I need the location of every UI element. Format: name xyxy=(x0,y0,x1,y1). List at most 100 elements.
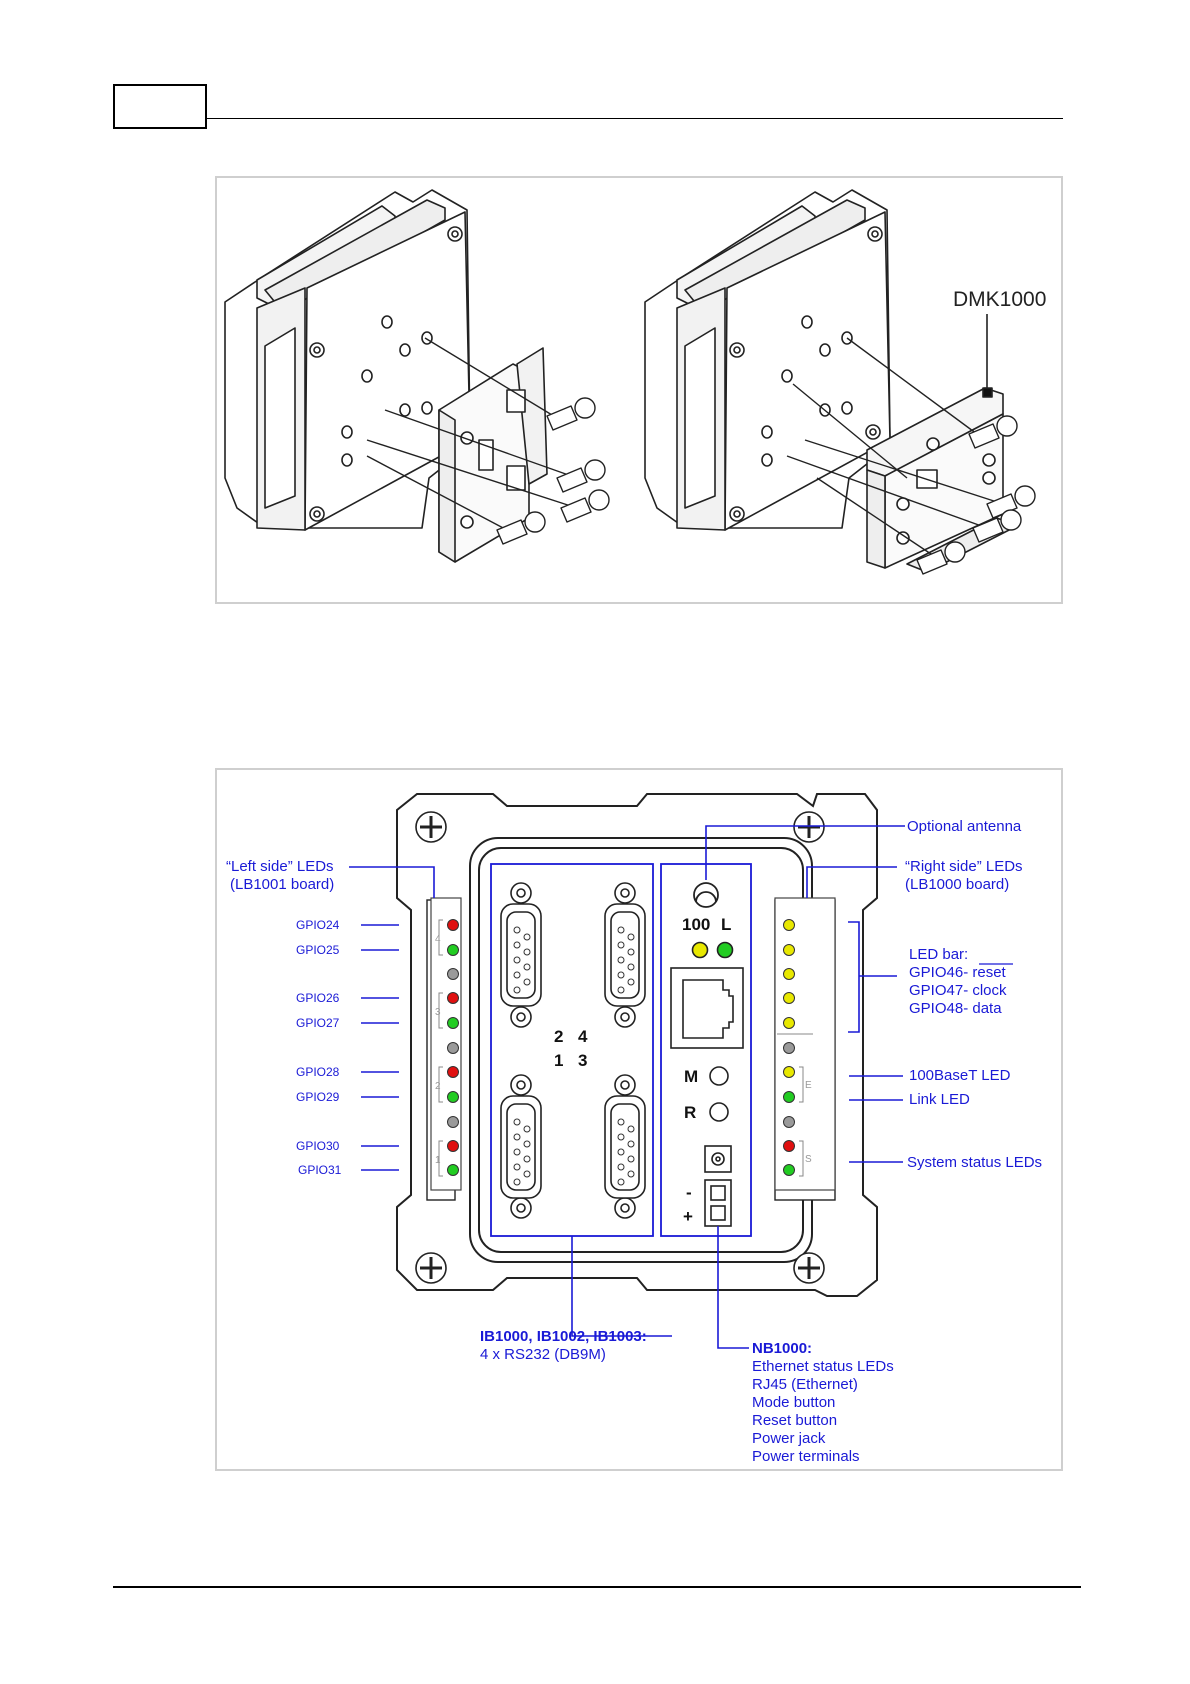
group-digit-2: 2 xyxy=(435,1081,441,1092)
led-gpio28 xyxy=(447,1066,459,1078)
footer-rule xyxy=(113,1586,1081,1588)
gpio31-label: GPIO31 xyxy=(298,1163,342,1177)
gpio24-label: GPIO24 xyxy=(296,918,340,932)
led-bar-3 xyxy=(783,968,795,980)
left-leds-label: “Left side” LEDs xyxy=(226,858,334,875)
db9-port-3 xyxy=(604,1074,646,1219)
led-separator xyxy=(447,1116,459,1128)
led-separator xyxy=(783,1042,795,1054)
ethernet-led-100 xyxy=(691,941,709,959)
reset-button[interactable] xyxy=(709,1102,729,1122)
led-label-100: 100 xyxy=(682,915,710,934)
screw-top-right xyxy=(793,811,825,843)
led-separator xyxy=(783,1116,795,1128)
gpio27-label: GPIO27 xyxy=(296,1016,340,1030)
gpio26-label: GPIO26 xyxy=(296,991,340,1005)
led-gpio27 xyxy=(447,1017,459,1029)
figure-din-rail-mounting: DMK1000 xyxy=(215,176,1063,604)
ethernet-led-link xyxy=(716,941,734,959)
gpio46-label: GPIO46- reset xyxy=(909,964,1007,981)
terminal-plus-label: + xyxy=(683,1207,693,1226)
callout-lines xyxy=(349,825,905,1349)
screws-left xyxy=(366,337,610,545)
nb-item: Reset button xyxy=(752,1412,837,1429)
front-panel-diagram: 4 3 2 1 xyxy=(226,793,1042,1465)
led-gpio31 xyxy=(447,1164,459,1176)
db9-port-4 xyxy=(604,882,646,1028)
optional-antenna-label: Optional antenna xyxy=(907,818,1022,835)
led-bar-1 xyxy=(783,919,795,931)
led-label-l: L xyxy=(721,915,731,934)
gpio47-label: GPIO47- clock xyxy=(909,982,1007,999)
din-clip-left xyxy=(438,347,548,563)
corner-screws xyxy=(415,811,825,1284)
nb-board: 100 L M R - + xyxy=(660,863,752,1237)
mode-button-label: M xyxy=(684,1067,698,1086)
led-gpio29 xyxy=(447,1091,459,1103)
group-letter-s: S xyxy=(805,1154,812,1165)
gpio25-label: GPIO25 xyxy=(296,943,340,957)
screws-right xyxy=(786,337,1036,575)
screw-top-left xyxy=(415,811,447,843)
led-bar-4 xyxy=(783,992,795,1004)
led-separator xyxy=(447,968,459,980)
screw-bottom-right xyxy=(793,1252,825,1284)
nb-title: NB1000: xyxy=(752,1340,812,1357)
led-status-red xyxy=(783,1140,795,1152)
gpio29-label: GPIO29 xyxy=(296,1090,340,1104)
gpio48-label: GPIO48- data xyxy=(909,1000,1002,1017)
ib-description: 4 x RS232 (DB9M) xyxy=(480,1346,606,1363)
group-digit-1: 1 xyxy=(435,1155,441,1166)
nb-item: Power terminals xyxy=(752,1448,860,1465)
led-link xyxy=(783,1091,795,1103)
led-gpio26 xyxy=(447,992,459,1004)
gpio28-label: GPIO28 xyxy=(296,1065,340,1079)
right-led-strip: E S xyxy=(774,897,836,1191)
right-leds-label: “Right side” LEDs xyxy=(905,858,1023,875)
enclosure-left xyxy=(224,189,471,531)
group-letter-e: E xyxy=(805,1080,812,1091)
left-led-strip: 4 3 2 1 xyxy=(430,897,462,1191)
power-jack[interactable] xyxy=(704,1145,732,1173)
reset-button-label: R xyxy=(684,1103,696,1122)
terminal-minus-label: - xyxy=(686,1183,692,1202)
led-status-green xyxy=(783,1164,795,1176)
header-rule xyxy=(207,118,1063,119)
figure-front-panel: 4 3 2 1 xyxy=(215,768,1063,1471)
port-number-1: 1 xyxy=(554,1051,563,1070)
led-separator xyxy=(447,1042,459,1054)
enclosure-right xyxy=(644,189,891,531)
group-digit-4: 4 xyxy=(435,934,441,945)
led-gpio24 xyxy=(447,919,459,931)
rj45-port[interactable] xyxy=(670,967,744,1049)
power-terminals[interactable] xyxy=(704,1179,732,1227)
led-gpio30 xyxy=(447,1140,459,1152)
ib-port-board: 2 4 1 3 xyxy=(490,863,654,1237)
port-number-3: 3 xyxy=(578,1051,587,1070)
group-digit-3: 3 xyxy=(435,1007,441,1018)
nb-item: Mode button xyxy=(752,1394,835,1411)
100baset-led-label: 100BaseT LED xyxy=(909,1067,1011,1084)
dmk1000-callout: DMK1000 xyxy=(953,288,1046,311)
page-number-box xyxy=(113,84,207,129)
port-number-2: 2 xyxy=(554,1027,563,1046)
led-gpio25 xyxy=(447,944,459,956)
screw-bottom-left xyxy=(415,1252,447,1284)
nb-item: Ethernet status LEDs xyxy=(752,1358,894,1375)
led-100baset xyxy=(783,1066,795,1078)
antenna-connector xyxy=(693,882,719,908)
mounting-drawing: DMK1000 xyxy=(224,189,1046,575)
link-led-label: Link LED xyxy=(909,1091,970,1108)
gpio30-label: GPIO30 xyxy=(296,1139,340,1153)
ib-title: IB1000, IB1002, IB1003: xyxy=(480,1328,647,1345)
led-bar-label: LED bar: xyxy=(909,946,968,963)
nb-item: Power jack xyxy=(752,1430,826,1447)
port-number-4: 4 xyxy=(578,1027,588,1046)
left-leds-board-label: (LB1001 board) xyxy=(230,876,334,893)
mode-button[interactable] xyxy=(709,1066,729,1086)
led-bar-2 xyxy=(783,944,795,956)
led-bar-5 xyxy=(783,1017,795,1029)
right-leds-board-label: (LB1000 board) xyxy=(905,876,1009,893)
system-status-leds-label: System status LEDs xyxy=(907,1154,1042,1171)
nb-item: RJ45 (Ethernet) xyxy=(752,1376,858,1393)
